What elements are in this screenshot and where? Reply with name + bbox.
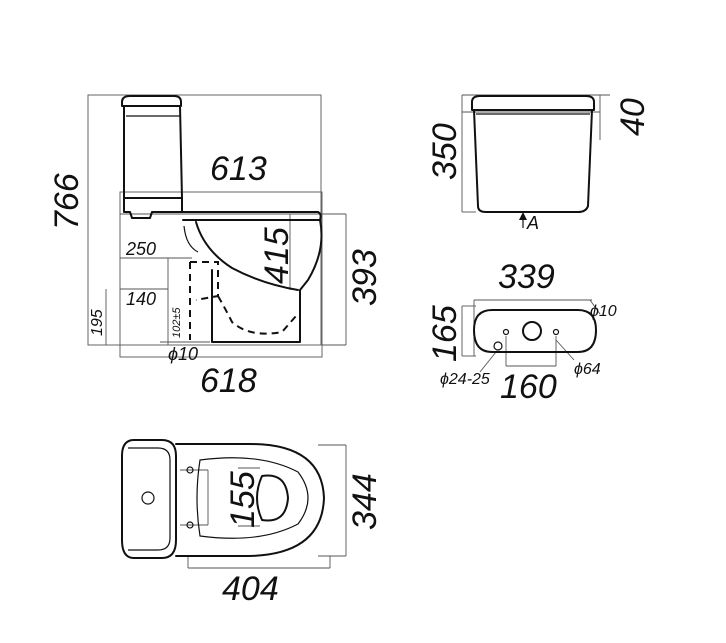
dim-tank-depth: 165 bbox=[426, 305, 464, 362]
flush-hole-label: ϕ64 bbox=[574, 361, 601, 378]
seat-hinge-hole-bottom bbox=[186, 521, 194, 529]
tank-body bbox=[123, 105, 183, 199]
dim-hole-spacing: 160 bbox=[500, 368, 557, 406]
top-view-dimension-lines bbox=[180, 444, 347, 569]
dim-outlet-offset-bottom: 140 bbox=[126, 289, 156, 309]
inlet-hole bbox=[493, 341, 503, 351]
dim-height-total: 766 bbox=[48, 173, 86, 230]
dim-lid-height: 40 bbox=[614, 98, 652, 136]
top-view-flush-button bbox=[141, 491, 155, 505]
side-view-dimension-lines bbox=[87, 94, 347, 358]
flush-hole bbox=[522, 321, 542, 341]
flush-channel bbox=[183, 225, 199, 253]
dim-tank-width: 339 bbox=[498, 258, 555, 296]
small-hole-left bbox=[502, 328, 510, 336]
seat-hinge-hole-top bbox=[186, 466, 194, 474]
view-marker-a: A bbox=[526, 213, 539, 233]
tank-front-view: A 350 40 bbox=[426, 94, 652, 233]
bowl-outline bbox=[195, 219, 323, 343]
trapway-dashed bbox=[190, 261, 297, 335]
dim-top-width: 344 bbox=[346, 473, 384, 530]
top-view: 155 344 404 bbox=[121, 439, 384, 608]
small-hole-right bbox=[552, 328, 560, 336]
tank-base bbox=[123, 197, 183, 219]
dim-seat-height: 415 bbox=[258, 227, 296, 284]
dim-top-length: 404 bbox=[222, 570, 279, 608]
tank-outline bbox=[121, 95, 182, 107]
top-view-bowl-opening bbox=[256, 474, 289, 522]
dim-bowl-height: 393 bbox=[346, 249, 384, 306]
dim-tank-height: 350 bbox=[426, 123, 464, 180]
dim-outlet-range: 102±5 bbox=[171, 307, 183, 338]
tank-front-body bbox=[473, 109, 593, 213]
dim-top-length: 613 bbox=[210, 150, 267, 188]
fixing-hole-label: ϕ10 bbox=[168, 344, 198, 364]
top-view-seat bbox=[196, 457, 309, 539]
dim-outlet-height: 195 bbox=[89, 309, 106, 336]
dim-seat-hole-spacing: 155 bbox=[224, 471, 262, 528]
tank-top-outline bbox=[473, 309, 597, 353]
dim-bottom-length: 618 bbox=[200, 362, 257, 400]
water-inlet-label: ϕ24-25 bbox=[440, 371, 490, 388]
view-arrow bbox=[519, 212, 527, 220]
tank-top-view: 339 165 160 ϕ10 ϕ64 ϕ24-25 bbox=[426, 258, 617, 406]
bowl-rim bbox=[181, 211, 322, 221]
small-hole-label: ϕ10 bbox=[590, 303, 617, 320]
dim-outlet-offset-top: 250 bbox=[125, 239, 156, 259]
side-view: 766 613 415 393 250 140 195 102±5 ϕ10 61… bbox=[48, 94, 384, 400]
top-view-bowl bbox=[175, 443, 325, 557]
tank-front-lid bbox=[471, 95, 595, 111]
top-view-tank bbox=[121, 439, 177, 559]
